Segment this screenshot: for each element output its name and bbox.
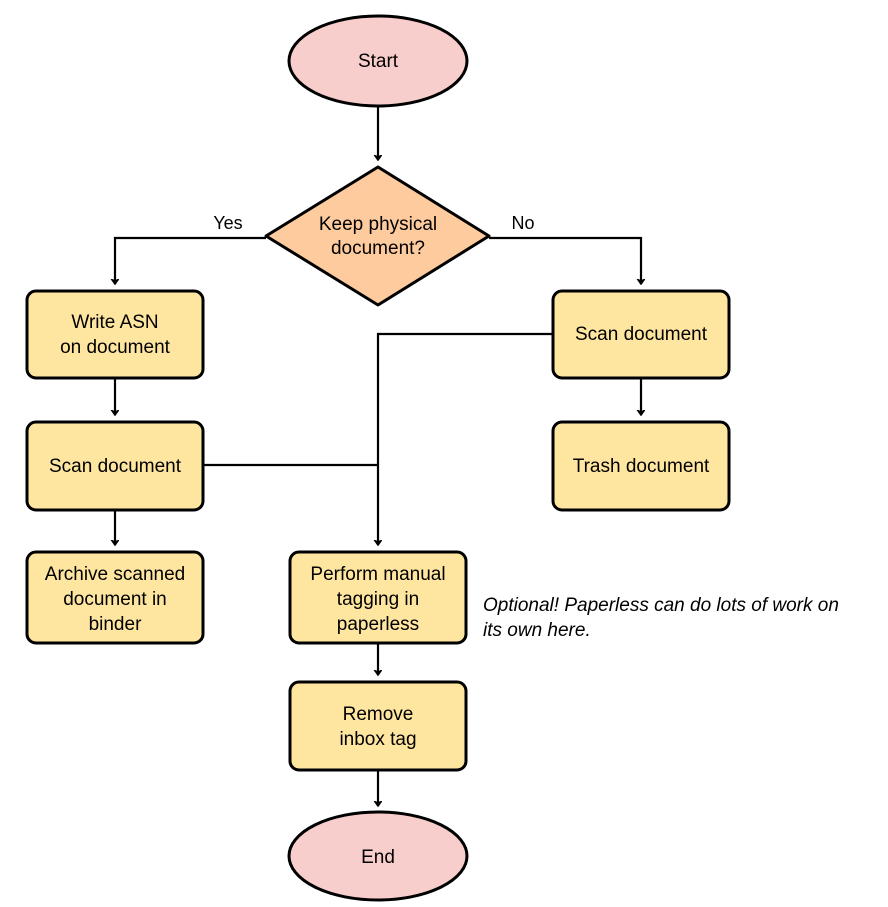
node-decision-keep-physical-document[interactable]: Keep physical document?	[264, 165, 491, 307]
tagging-label-line1: Perform manual	[310, 564, 445, 585]
node-perform-manual-tagging-in-paperless[interactable]: Perform manual tagging in paperless	[288, 550, 468, 645]
scan-document-left-box-shape	[25, 420, 205, 512]
write-asn-label-line1: Write ASN	[71, 312, 158, 333]
node-scan-document-left[interactable]: Scan document	[25, 420, 205, 512]
node-end[interactable]: End	[287, 810, 469, 902]
annotation-optional-note: Optional! Paperless can do lots of work …	[483, 595, 839, 641]
optional-note-line2: its own here.	[483, 620, 591, 641]
start-ellipse-shape	[287, 14, 469, 108]
tagging-label-line2: tagging in	[337, 589, 419, 610]
edge-decision-yes-to-write-asn	[115, 236, 266, 284]
node-trash-document[interactable]: Trash document	[551, 420, 731, 512]
optional-note-line1: Optional! Paperless can do lots of work …	[483, 595, 839, 616]
archive-label-line3: binder	[89, 614, 142, 635]
trash-document-label: Trash document	[573, 456, 710, 477]
remove-inbox-tag-label-line2: inbox tag	[339, 729, 416, 750]
scan-document-right-box-shape	[551, 289, 731, 380]
write-asn-label-line2: on document	[60, 337, 171, 358]
decision-diamond-shape	[264, 165, 491, 307]
remove-inbox-tag-label-line1: Remove	[343, 704, 414, 725]
tagging-box-shape	[288, 550, 468, 645]
edge-label-yes: Yes	[213, 213, 242, 233]
trash-document-box-shape	[551, 420, 731, 512]
node-scan-document-right[interactable]: Scan document	[551, 289, 731, 380]
end-label: End	[361, 847, 395, 868]
archive-label-line1: Archive scanned	[45, 564, 185, 585]
end-ellipse-shape	[287, 810, 469, 902]
edges-layer	[115, 104, 641, 806]
node-write-asn-on-document[interactable]: Write ASN on document	[25, 289, 205, 380]
scan-document-right-label: Scan document	[575, 324, 708, 345]
archive-label-line2: document in	[63, 589, 167, 610]
edge-label-no: No	[511, 213, 534, 233]
edge-scan-right-to-tagging	[378, 332, 553, 545]
node-start[interactable]: Start	[287, 14, 469, 108]
node-archive-scanned-document-in-binder[interactable]: Archive scanned document in binder	[25, 550, 205, 645]
start-label: Start	[358, 51, 399, 72]
decision-label-line1: Keep physical	[319, 214, 437, 235]
edge-decision-no-to-scan-right	[489, 236, 641, 284]
decision-label-line2: document?	[331, 238, 425, 259]
edge-labels-layer: Yes No	[213, 213, 534, 233]
node-remove-inbox-tag[interactable]: Remove inbox tag	[288, 680, 468, 772]
remove-inbox-tag-box-shape	[288, 680, 468, 772]
scan-document-left-label: Scan document	[49, 456, 182, 477]
write-asn-box-shape	[25, 289, 205, 380]
archive-box-shape	[25, 550, 205, 645]
tagging-label-line3: paperless	[337, 614, 419, 635]
